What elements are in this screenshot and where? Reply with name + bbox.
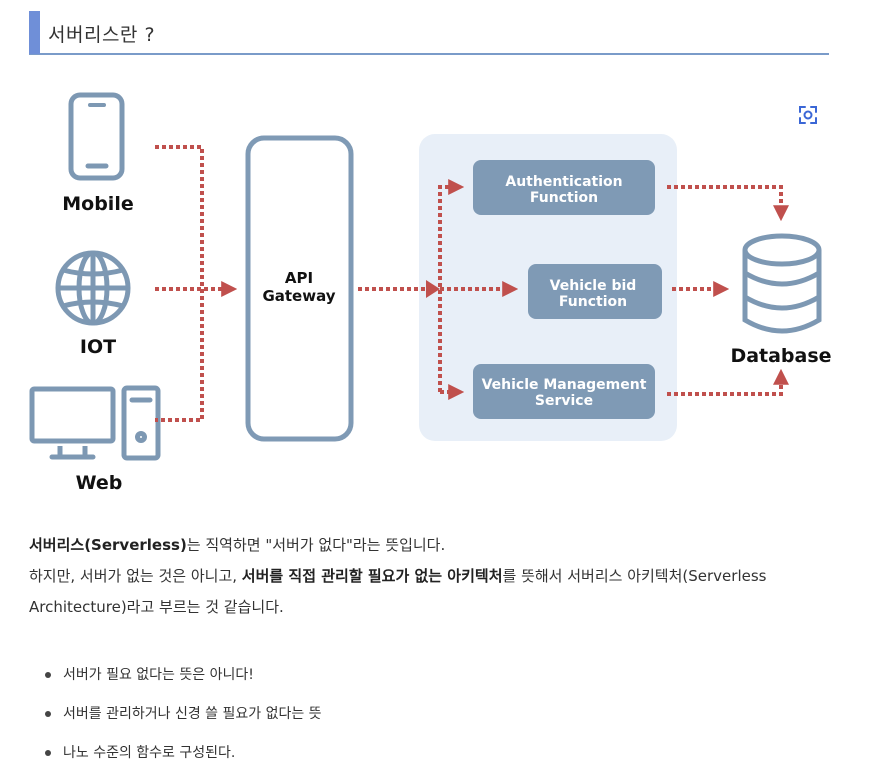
api-gateway-label-line2: Gateway bbox=[262, 287, 335, 305]
bullet-list: 서버가 필요 없다는 뜻은 아니다! 서버를 관리하거나 신경 쓸 필요가 없다… bbox=[29, 660, 322, 777]
zoom-scan-icon bbox=[799, 106, 817, 124]
vehicle-bid-function-line1: Vehicle bid bbox=[550, 278, 637, 294]
vehicle-bid-function-box: Vehicle bid Function bbox=[528, 264, 662, 319]
serverless-architecture-diagram: Mobile IOT Web API G bbox=[0, 70, 879, 510]
mobile-label: Mobile bbox=[62, 193, 133, 215]
explanation-bold: 서버를 직접 관리할 필요가 없는 아키텍처 bbox=[241, 567, 503, 585]
heading-title: 서버리스란 ? bbox=[48, 24, 156, 46]
globe-icon bbox=[55, 250, 131, 326]
vehicle-management-service-line1: Vehicle Management bbox=[482, 377, 647, 393]
database-icon bbox=[742, 233, 822, 334]
zoom-image-button[interactable] bbox=[797, 104, 819, 126]
list-item: 나노 수준의 함수로 구성된다. bbox=[29, 738, 322, 777]
explanation-post: 를 뜻해서 서버리스 아키텍처(Serverless bbox=[502, 567, 767, 585]
web-label: Web bbox=[76, 472, 123, 494]
database-connectors bbox=[667, 185, 789, 396]
explanation-pre: 하지만, 서버가 없는 것은 아니고, bbox=[29, 567, 242, 585]
gateway-connectors bbox=[358, 179, 519, 400]
desktop-computer-icon bbox=[29, 385, 161, 461]
paragraph-continuation: Architecture)라고 부르는 것 같습니다. bbox=[29, 598, 284, 616]
mobile-phone-icon bbox=[68, 92, 125, 181]
api-gateway-box bbox=[245, 135, 354, 442]
diagram-svg: Mobile IOT Web API G bbox=[29, 92, 832, 494]
junction-arrowhead bbox=[426, 280, 440, 298]
vehicle-bid-function-line2: Function bbox=[559, 294, 627, 310]
heading-accent-bar bbox=[29, 11, 40, 54]
list-item: 서버가 필요 없다는 뜻은 아니다! bbox=[29, 660, 322, 699]
vehicle-management-service-line2: Service bbox=[535, 393, 593, 409]
client-connectors bbox=[155, 145, 238, 422]
vehicle-management-service-box: Vehicle Management Service bbox=[473, 364, 655, 419]
iot-label: IOT bbox=[80, 336, 116, 358]
section-heading: 서버리스란 ? bbox=[29, 11, 829, 55]
authentication-function-box: Authentication Function bbox=[473, 160, 655, 215]
list-item: 서버를 관리하거나 신경 쓸 필요가 없다는 뜻 bbox=[29, 699, 322, 738]
paragraph-explanation: 하지만, 서버가 없는 것은 아니고, 서버를 직접 관리할 필요가 없는 아키… bbox=[29, 565, 766, 586]
paragraph-definition: 서버리스(Serverless)는 직역하면 "서버가 없다"라는 뜻입니다. bbox=[29, 534, 445, 555]
serverless-term: 서버리스(Serverless) bbox=[29, 536, 187, 554]
authentication-function-line1: Authentication bbox=[505, 174, 622, 190]
definition-text: 는 직역하면 "서버가 없다"라는 뜻입니다. bbox=[186, 536, 446, 554]
api-gateway-label-line1: API bbox=[285, 269, 313, 287]
authentication-function-line2: Function bbox=[530, 190, 598, 206]
database-label: Database bbox=[730, 345, 831, 367]
